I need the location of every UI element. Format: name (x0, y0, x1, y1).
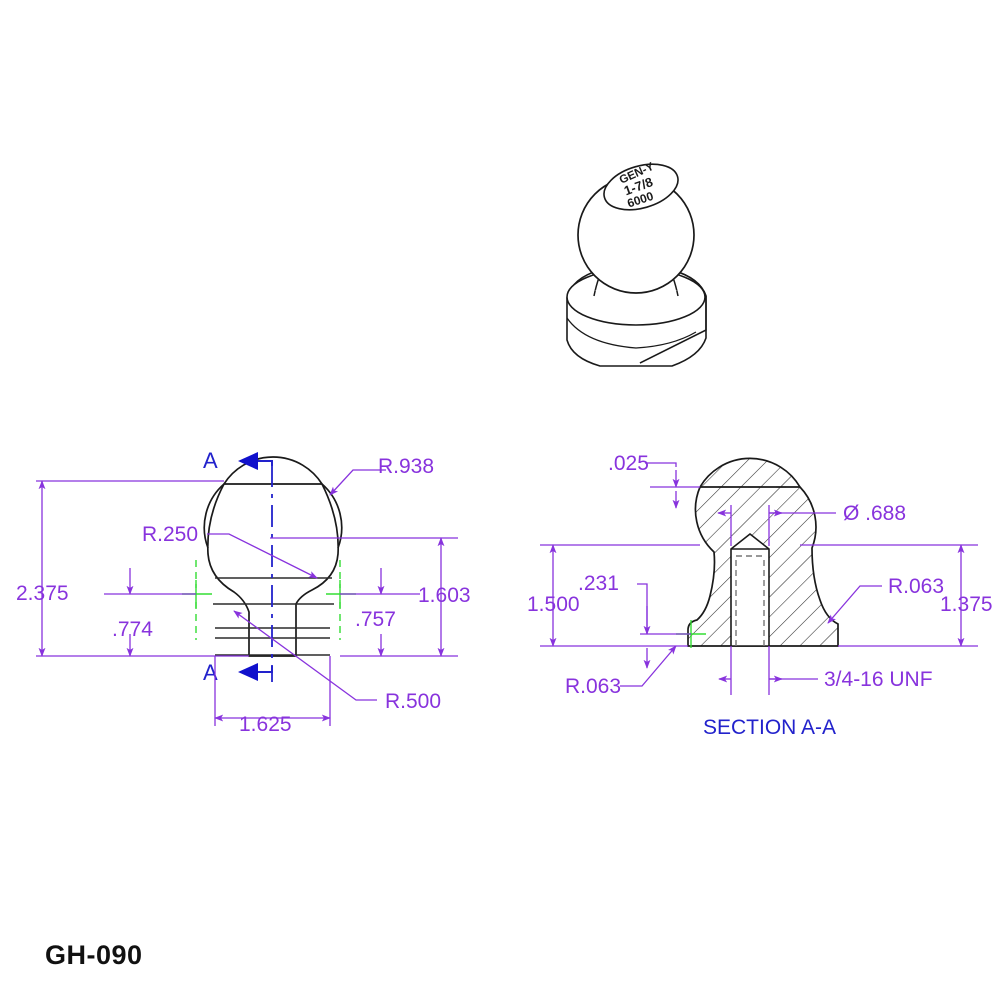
iso-stamp-face (603, 163, 679, 211)
dim-label-231: .231 (578, 572, 619, 595)
ext-line-231 (637, 583, 648, 634)
iso-stamp-markings: GEN-Y 1-7/8 6000 (618, 161, 656, 211)
dim-label-1625: 1.625 (239, 713, 292, 736)
dim-label-757: .757 (355, 608, 396, 631)
section-letter-top: A (203, 448, 218, 473)
leader-r250 (207, 533, 318, 579)
dim-label-1375: 1.375 (940, 593, 993, 616)
part-number-label: GH-090 (45, 940, 143, 970)
section-thread-minor (735, 555, 765, 646)
leader-r938 (329, 469, 386, 496)
front-sphere-right (321, 483, 343, 549)
dim-label-1500: 1.500 (527, 593, 580, 616)
leader-025 (645, 462, 677, 467)
dim-label-1603: 1.603 (418, 584, 471, 607)
dim-label-r063-left: R.063 (565, 675, 621, 698)
front-view: A A (16, 448, 471, 736)
leader-r063-right (827, 585, 882, 624)
dim-label-r250: R.250 (142, 523, 198, 546)
section-letter-bottom: A (203, 660, 218, 685)
iso-base-shoulder (566, 317, 697, 349)
leader-r063-left (620, 645, 677, 687)
section-tapped-hole (730, 532, 770, 647)
front-sphere-left (203, 483, 225, 549)
dim-label-unf: 3/4-16 UNF (824, 668, 933, 691)
isometric-view: GEN-Y 1-7/8 6000 (566, 161, 707, 367)
section-view: .025 Ø .688 1.500 .231 R.063 R.063 1.375… (527, 452, 993, 739)
dim-label-2375: 2.375 (16, 582, 69, 605)
section-view-title: SECTION A-A (703, 716, 836, 739)
dim-label-r500: R.500 (385, 690, 441, 713)
leader-r500 (233, 610, 377, 701)
dim-label-r063-right: R.063 (888, 575, 944, 598)
front-dimensions (36, 469, 458, 726)
dim-label-025: .025 (608, 452, 649, 475)
dim-label-r938: R.938 (378, 455, 434, 478)
section-marker-bottom: A (203, 660, 273, 685)
section-dimensions (540, 462, 978, 695)
iso-base-cut-edge (639, 329, 707, 364)
dim-label-774: .774 (112, 618, 153, 641)
dim-label-688: Ø .688 (843, 502, 906, 525)
iso-neck-blend (594, 290, 678, 301)
section-marker-top: A (203, 448, 273, 473)
